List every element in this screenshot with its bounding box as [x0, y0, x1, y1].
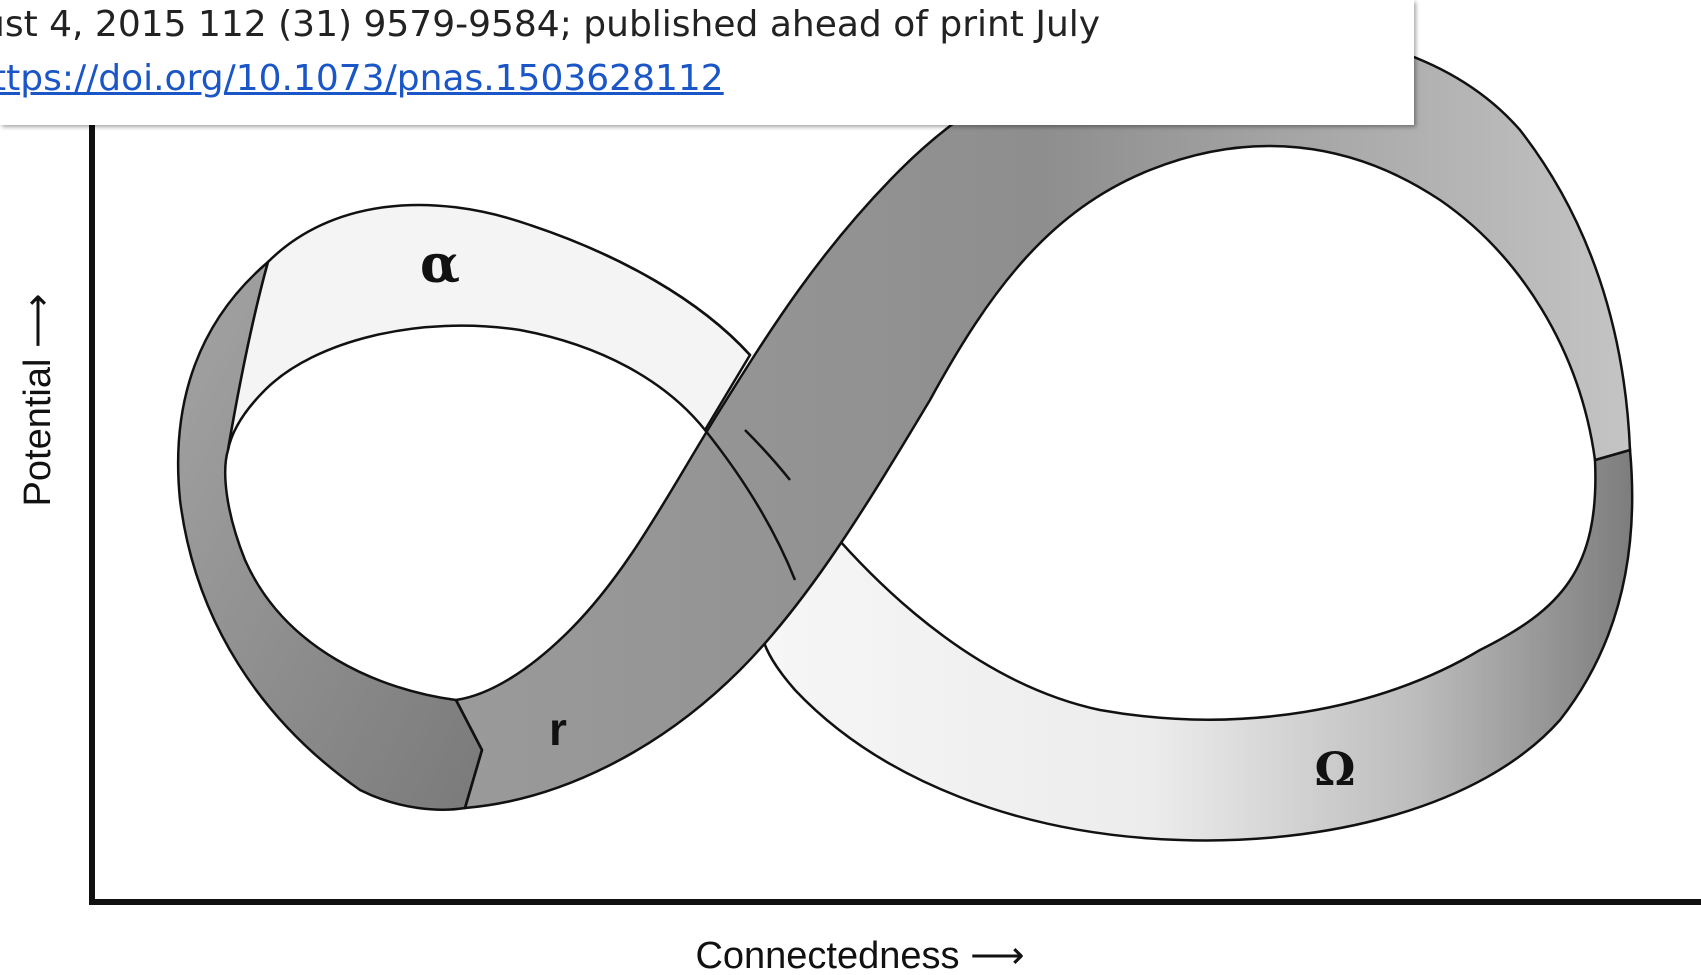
alpha-band [226, 203, 752, 451]
conservation-band [454, 26, 1632, 810]
citation-text: ust 4, 2015 112 (31) 9579-9584; publishe… [0, 4, 1101, 45]
x-axis-label: Connectedness ⟶ [695, 935, 1024, 975]
omega-label: Ω [1315, 742, 1356, 796]
left-loop-band [176, 258, 484, 811]
alpha-label: α [420, 234, 460, 295]
omega-band [759, 448, 1634, 842]
r-label: r [549, 703, 567, 755]
citation-box: ust 4, 2015 112 (31) 9579-9584; publishe… [0, 0, 1414, 125]
doi-link[interactable]: ttps://doi.org/10.1073/pnas.1503628112 [0, 58, 724, 99]
crossing-edge-upper [529, 223, 751, 356]
crossing-edge-omega [744, 429, 791, 481]
fold-line [454, 699, 484, 809]
y-axis-label: Potential ⟶ [17, 294, 59, 507]
crossing-edge-lower [704, 429, 797, 581]
